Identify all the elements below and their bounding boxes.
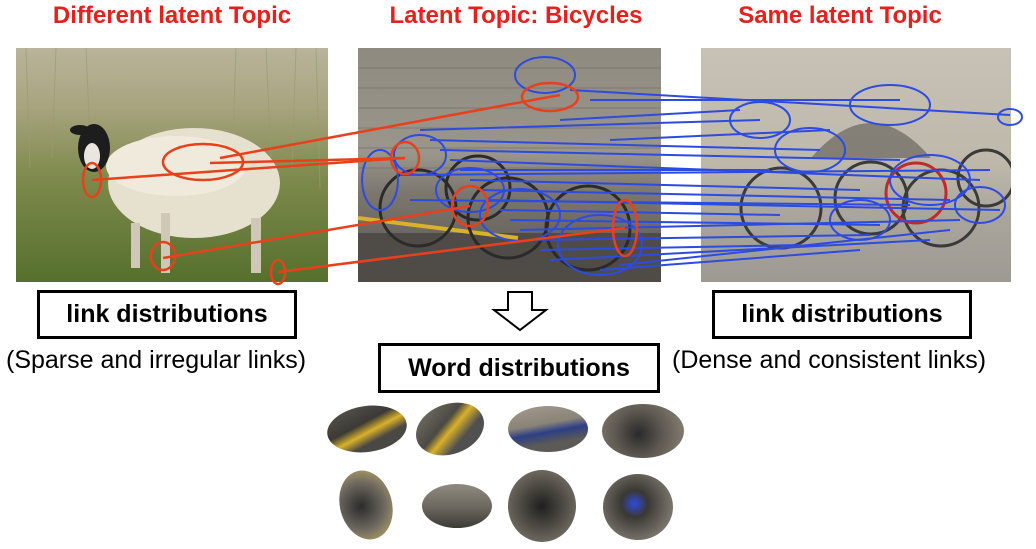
right-caption: (Dense and consistent links) — [672, 346, 987, 374]
red-feature-ellipses — [81, 81, 639, 286]
sheep-image — [16, 48, 328, 282]
left-link-distributions-box: link distributions — [37, 290, 297, 339]
title-bicycles-topic: Latent Topic: Bicycles — [389, 2, 643, 29]
left-caption: (Sparse and irregular links) — [6, 346, 307, 374]
word-patch-4 — [602, 404, 684, 458]
title-same-topic: Same latent Topic — [738, 2, 942, 29]
right-link-distributions-box: link distributions — [712, 290, 972, 339]
word-patch-3 — [508, 406, 588, 452]
word-patch-6 — [422, 484, 492, 528]
red-links — [91, 93, 626, 274]
word-patch-8 — [603, 474, 673, 540]
parked-bicycles-drawing — [739, 123, 1011, 250]
sheep-drawing — [25, 48, 321, 273]
word-distributions-box: Word distributions — [378, 343, 660, 393]
blue-links — [399, 89, 1011, 271]
title-different-topic: Different latent Topic — [52, 2, 292, 29]
blue-feature-ellipses — [361, 56, 1023, 276]
word-patch-7 — [508, 470, 576, 542]
